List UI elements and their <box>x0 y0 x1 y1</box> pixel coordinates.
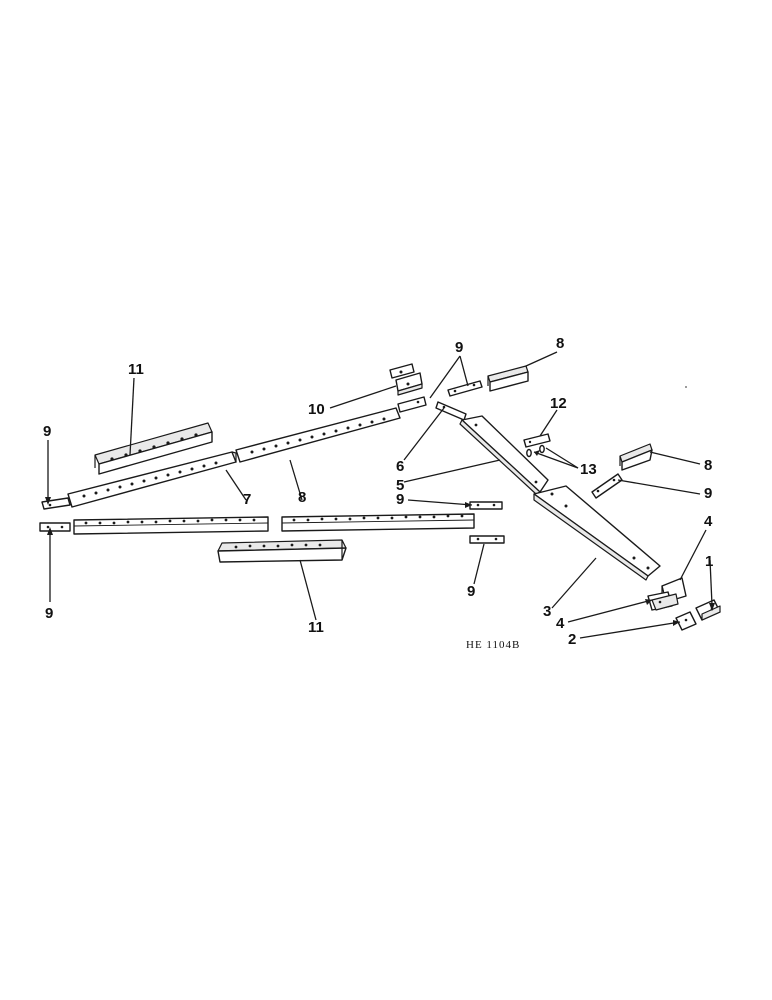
rail-part-7-upper <box>67 451 237 508</box>
strap-part-9-left <box>41 497 71 510</box>
callout-3: 3 <box>543 603 551 620</box>
strap-part-9-right <box>591 473 623 499</box>
clip-part-1 <box>695 599 721 621</box>
arrowheads <box>45 450 715 626</box>
arm-part-3 <box>533 485 661 581</box>
callout-11-top: 11 <box>128 361 144 378</box>
callout-13: 13 <box>580 461 597 478</box>
rail-part-8-upper <box>235 407 401 463</box>
callout-2: 2 <box>568 631 576 648</box>
callout-4-top: 4 <box>704 513 713 530</box>
callout-9-right: 9 <box>704 485 712 502</box>
callouts: 11 9 8 10 9 7 8 12 6 5 13 8 9 9 9 9 11 4… <box>43 335 713 648</box>
callout-4-bottom: 4 <box>556 615 565 632</box>
reference-code: HE 1104B <box>466 639 520 651</box>
angle-iron-part-11-upper <box>94 422 213 475</box>
callout-1: 1 <box>705 553 713 570</box>
rail-part-7-lower <box>73 516 269 535</box>
callout-10: 10 <box>308 401 325 418</box>
callout-9-lower-mid: 9 <box>467 583 475 600</box>
bracket-part-8-right <box>619 443 653 471</box>
callout-7: 7 <box>243 491 251 508</box>
bracket-part-10 <box>389 363 423 396</box>
leader-lines <box>47 351 713 639</box>
strap-part-6 <box>435 401 467 421</box>
strap-part-9-lower-mid <box>469 535 505 544</box>
clip-part-2 <box>675 611 697 631</box>
bracket-part-4-lower <box>647 591 679 611</box>
angle-iron-part-11-lower <box>217 539 347 563</box>
callout-12: 12 <box>550 395 567 412</box>
strap-part-9-lower-left <box>39 522 71 532</box>
callout-11-bottom: 11 <box>308 619 324 636</box>
plate-near-10 <box>397 396 427 413</box>
arm-part-5 <box>459 415 549 495</box>
plate-part-12 <box>523 433 551 448</box>
callout-8-top: 8 <box>556 335 564 352</box>
callout-9-top: 9 <box>455 339 463 356</box>
callout-9-left: 9 <box>43 423 51 440</box>
pins-part-13 <box>526 444 545 458</box>
callout-8-mid: 8 <box>298 489 306 506</box>
strap-part-9-top <box>447 380 483 397</box>
callout-8-right: 8 <box>704 457 712 474</box>
callout-9-mid: 9 <box>396 491 404 508</box>
callout-5: 5 <box>396 477 404 494</box>
callout-6: 6 <box>396 458 404 475</box>
rail-part-8-lower <box>281 513 475 532</box>
bracket-part-8-top <box>487 365 529 392</box>
callout-9-lower-left: 9 <box>45 605 53 622</box>
strap-part-9-mid <box>469 501 503 510</box>
speck <box>685 386 687 388</box>
